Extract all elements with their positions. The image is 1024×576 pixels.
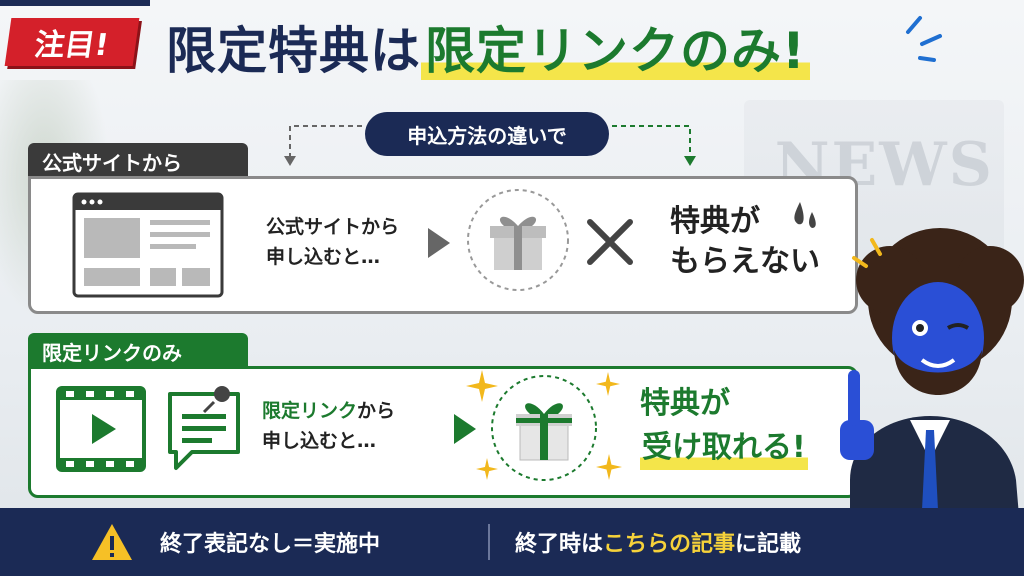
attention-badge: 注目! bbox=[4, 18, 140, 66]
limited-text-green: 限定リンク bbox=[262, 400, 358, 422]
official-site-label: 公式サイトから bbox=[28, 143, 248, 179]
official-text-line2: 申し込むと… bbox=[266, 246, 381, 268]
footer-divider bbox=[488, 524, 490, 560]
footer-article-link[interactable]: こちらの記事 bbox=[603, 532, 736, 557]
warning-icon bbox=[92, 524, 132, 560]
limited-text: 限定リンクから 申し込むと… bbox=[262, 396, 395, 456]
official-text-line1: 公式サイトから bbox=[266, 216, 400, 238]
cross-icon bbox=[587, 219, 633, 265]
comparison-pill: 申込方法の違いで bbox=[365, 112, 609, 156]
top-accent-bar bbox=[0, 0, 150, 6]
limited-result: 特典が 受け取れる! bbox=[640, 382, 808, 470]
footer-note-post: に記載 bbox=[735, 532, 802, 557]
footer-bar: 終了表記なし＝実施中 終了時はこちらの記事に記載 bbox=[0, 508, 1024, 576]
sweat-drop-icon bbox=[794, 202, 816, 228]
official-result: 特典が もらえない bbox=[670, 202, 820, 282]
gift-box-icon bbox=[491, 375, 597, 481]
emphasis-lines-icon bbox=[906, 16, 942, 62]
page-title: 限定特典は限定リンクのみ! bbox=[166, 20, 810, 82]
branch-arrows bbox=[284, 125, 696, 166]
chat-note-icon bbox=[168, 386, 240, 470]
limited-text-rest: から bbox=[357, 400, 396, 422]
sparkle-icon bbox=[466, 370, 498, 402]
official-result-line2: もらえない bbox=[670, 244, 820, 279]
official-text: 公式サイトから 申し込むと… bbox=[266, 212, 399, 272]
footer-status-text: 終了表記なし＝実施中 bbox=[160, 532, 381, 557]
official-result-line1: 特典が bbox=[670, 204, 760, 239]
limited-text-line2: 申し込むと… bbox=[262, 430, 377, 452]
title-part-navy: 限定特典は bbox=[166, 22, 421, 80]
gift-box-icon bbox=[467, 189, 569, 291]
browser-window-icon bbox=[72, 192, 224, 298]
limited-text-line1: 限定リンクから bbox=[262, 396, 395, 426]
sparkle-icon bbox=[596, 454, 622, 480]
sparkle-icon bbox=[476, 458, 498, 480]
video-player-icon bbox=[56, 386, 146, 472]
title-part-green: 限定リンクのみ! bbox=[421, 22, 810, 80]
limited-link-label: 限定リンクのみ bbox=[28, 333, 248, 369]
footer-note: 終了時はこちらの記事に記載 bbox=[515, 526, 801, 558]
sparkle-icon bbox=[596, 372, 620, 396]
arrow-right-icon bbox=[428, 228, 450, 258]
limited-result-line1: 特典が bbox=[640, 386, 730, 421]
footer-note-pre: 終了時は bbox=[515, 532, 604, 557]
limited-result-line2: 受け取れる! bbox=[640, 426, 808, 470]
arrow-right-icon bbox=[454, 414, 476, 444]
